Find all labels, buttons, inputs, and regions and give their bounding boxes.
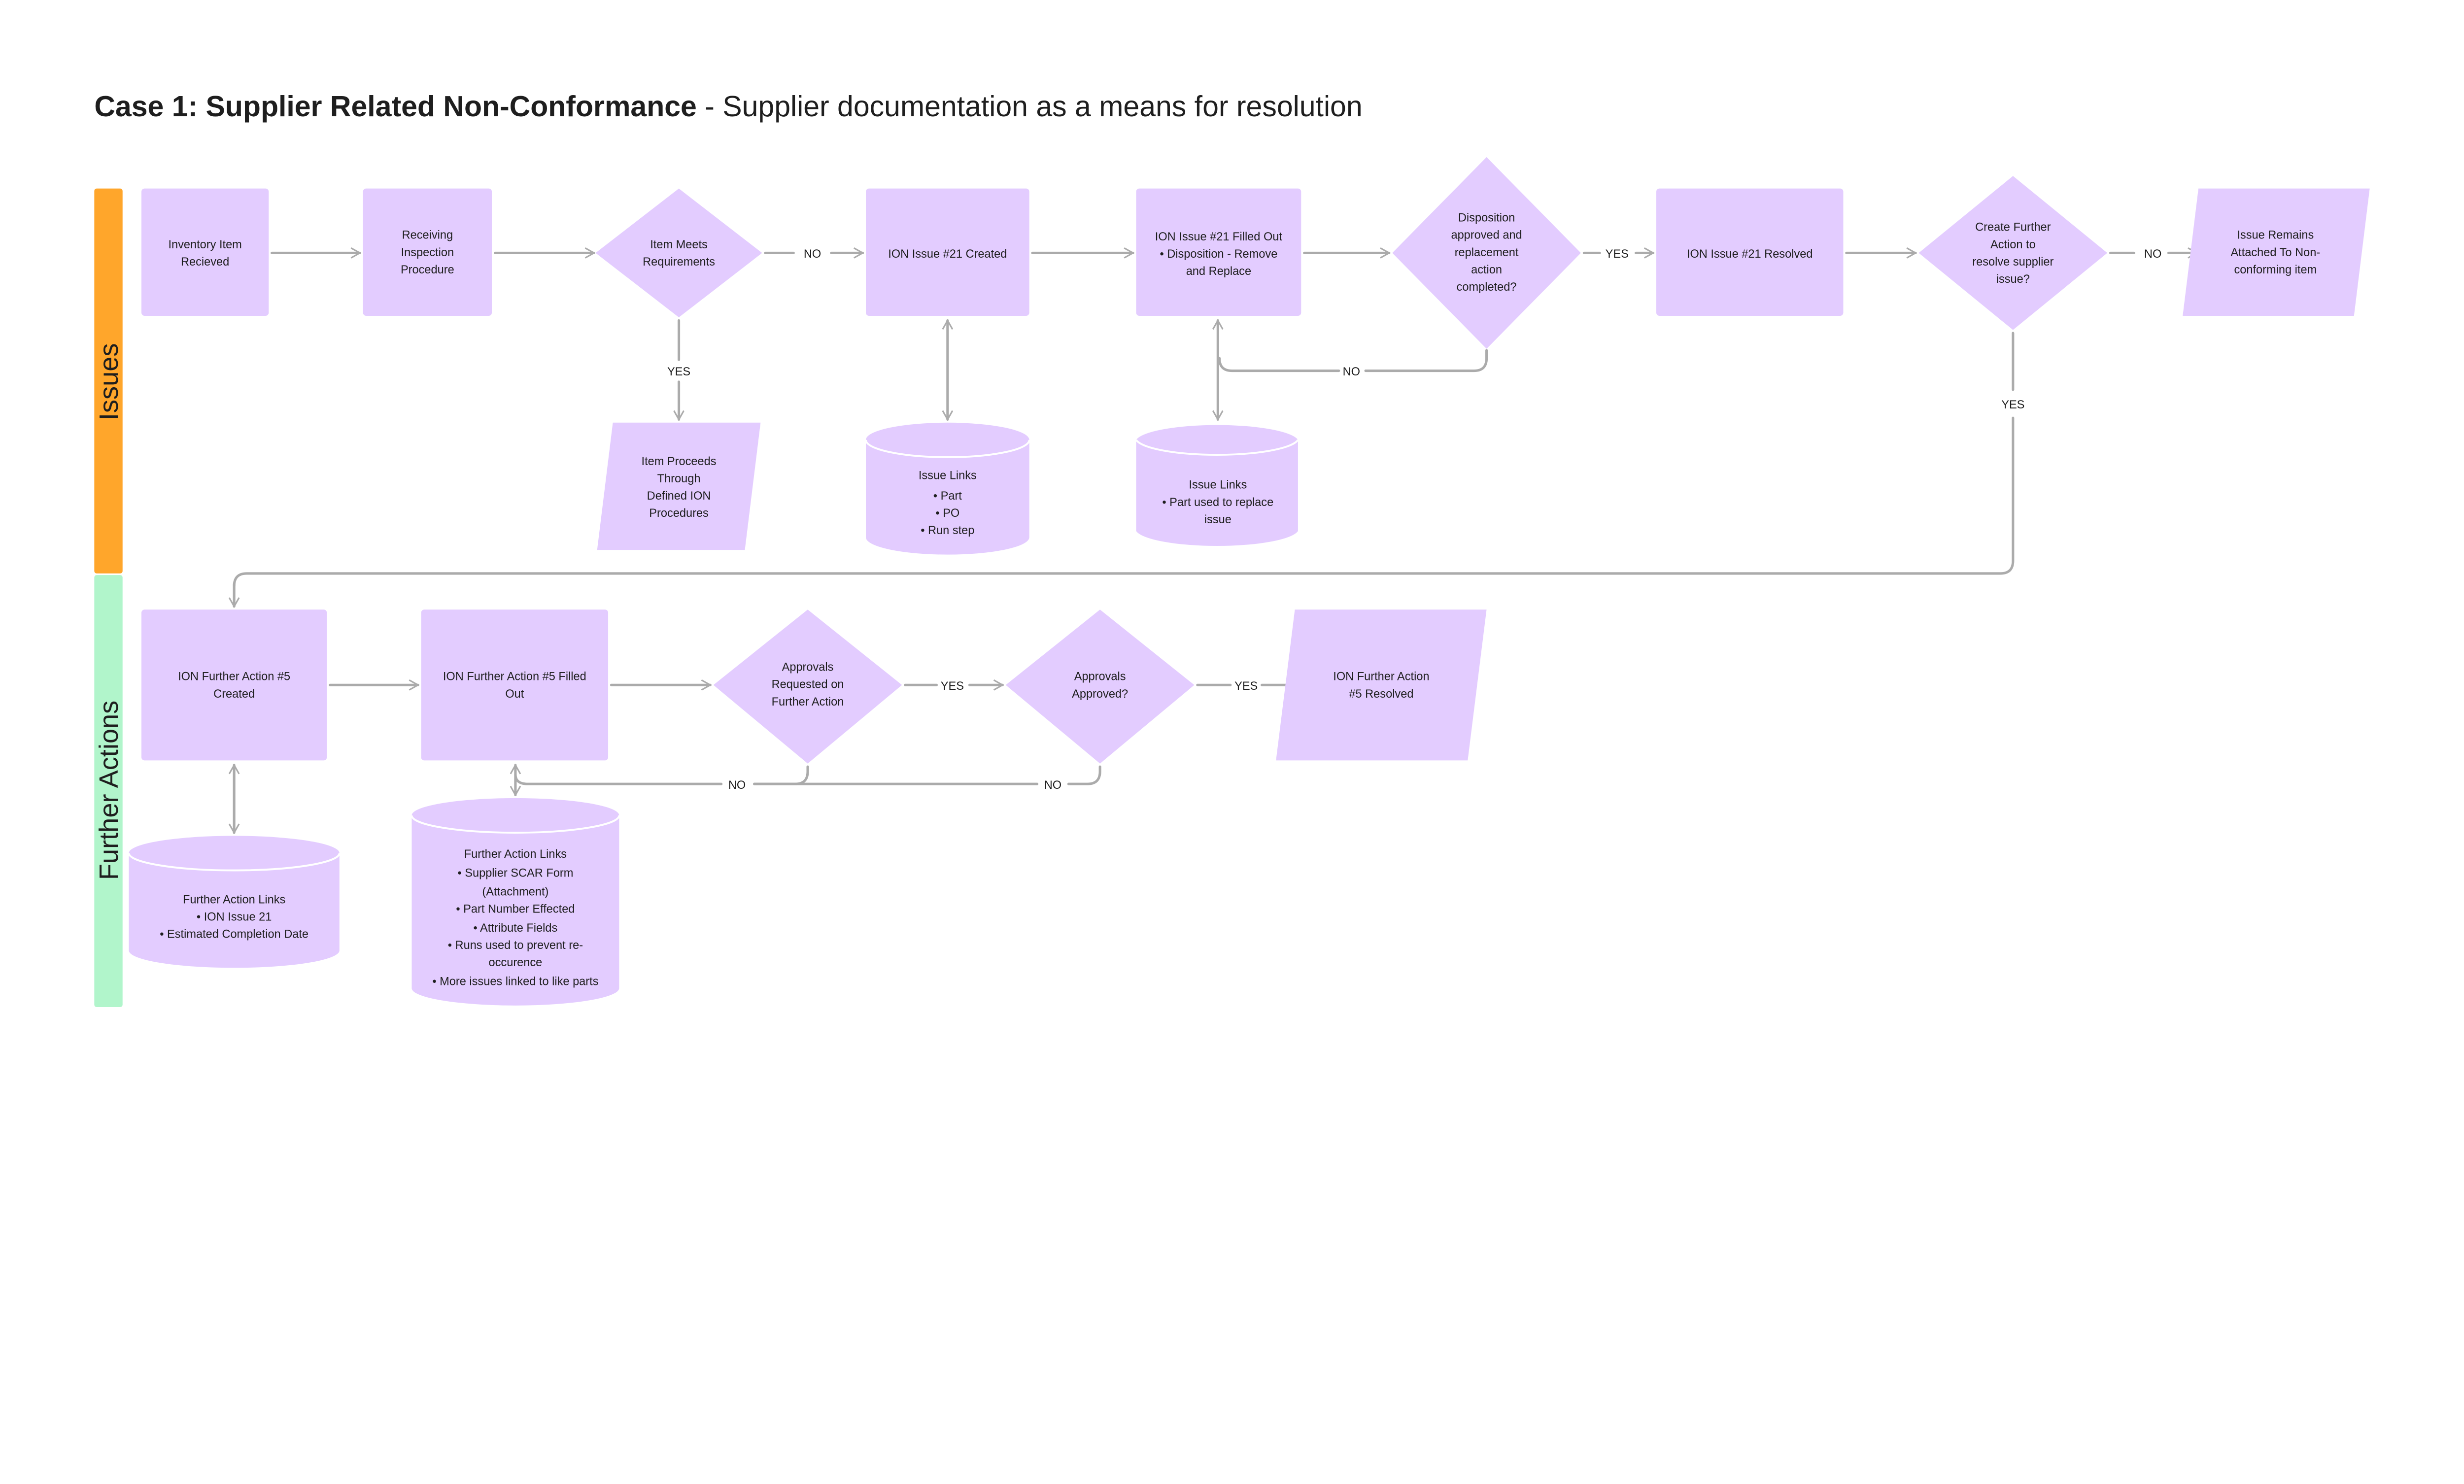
datastore-further-action-links: Further Action Links• ION Issue 21• Esti…: [128, 836, 341, 968]
connectors: [234, 253, 2198, 834]
edge-label-meets-yes: YES: [667, 365, 690, 378]
svg-text:Further Action Links• Supplie: Further Action Links• Supplier SCAR Form…: [432, 847, 598, 987]
svg-text:ION Issue #21 Filled Out• Dis: ION Issue #21 Filled Out• Disposition - …: [1155, 230, 1283, 277]
lane-issues-label: Issues: [94, 343, 124, 421]
edge-label-further-no: NO: [2144, 247, 2161, 260]
node-further-action-resolved: ION Further Action#5 Resolved: [1276, 609, 1487, 761]
edge-label-requested-no: NO: [728, 778, 746, 791]
edge-label-disposition-yes: YES: [1606, 247, 1629, 260]
title-rest: - Supplier documentation as a means for …: [697, 90, 1363, 123]
edge-label-further-yes: YES: [2001, 398, 2024, 411]
edge-label-meets-no: NO: [804, 247, 821, 260]
svg-text:Issue Links• Part• PO• Run: Issue Links• Part• PO• Run step: [919, 469, 977, 537]
edge-label-disposition-no: NO: [1343, 365, 1360, 378]
node-issue-resolved: ION Issue #21 Resolved: [1656, 188, 1844, 316]
page-title: Case 1: Supplier Related Non-Conformance…: [94, 90, 1362, 123]
edge-label-approved-no: NO: [1044, 778, 1061, 791]
datastore-issue-links: Issue Links• Part• PO• Run step: [865, 422, 1030, 555]
node-issue-created: ION Issue #21 Created: [866, 188, 1029, 316]
edge-label-requested-yes: YES: [941, 679, 964, 692]
title-bold: Case 1: Supplier Related Non-Conformance: [94, 90, 697, 123]
datastore-further-action-links-2: Further Action Links• Supplier SCAR Form…: [411, 798, 620, 1006]
edge-label-approved-yes: YES: [1234, 679, 1258, 692]
svg-text:ION Further Action#5 Resolved: ION Further Action#5 Resolved: [1333, 670, 1429, 700]
lane-further-actions-label: Further Actions: [94, 701, 124, 880]
svg-text:ION Issue #21 Resolved: ION Issue #21 Resolved: [1687, 247, 1813, 260]
svg-text:Further Action Links• ION Iss: Further Action Links• ION Issue 21• Esti…: [160, 893, 308, 941]
node-issue-filled-out: ION Issue #21 Filled Out• Disposition - …: [1136, 188, 1301, 316]
flowchart: Case 1: Supplier Related Non-Conformance…: [94, 90, 2370, 1008]
lane-issues-bar: [94, 188, 123, 573]
svg-text:ION Issue #21 Created: ION Issue #21 Created: [888, 247, 1007, 260]
lane-further-actions-bar: [94, 575, 123, 1008]
